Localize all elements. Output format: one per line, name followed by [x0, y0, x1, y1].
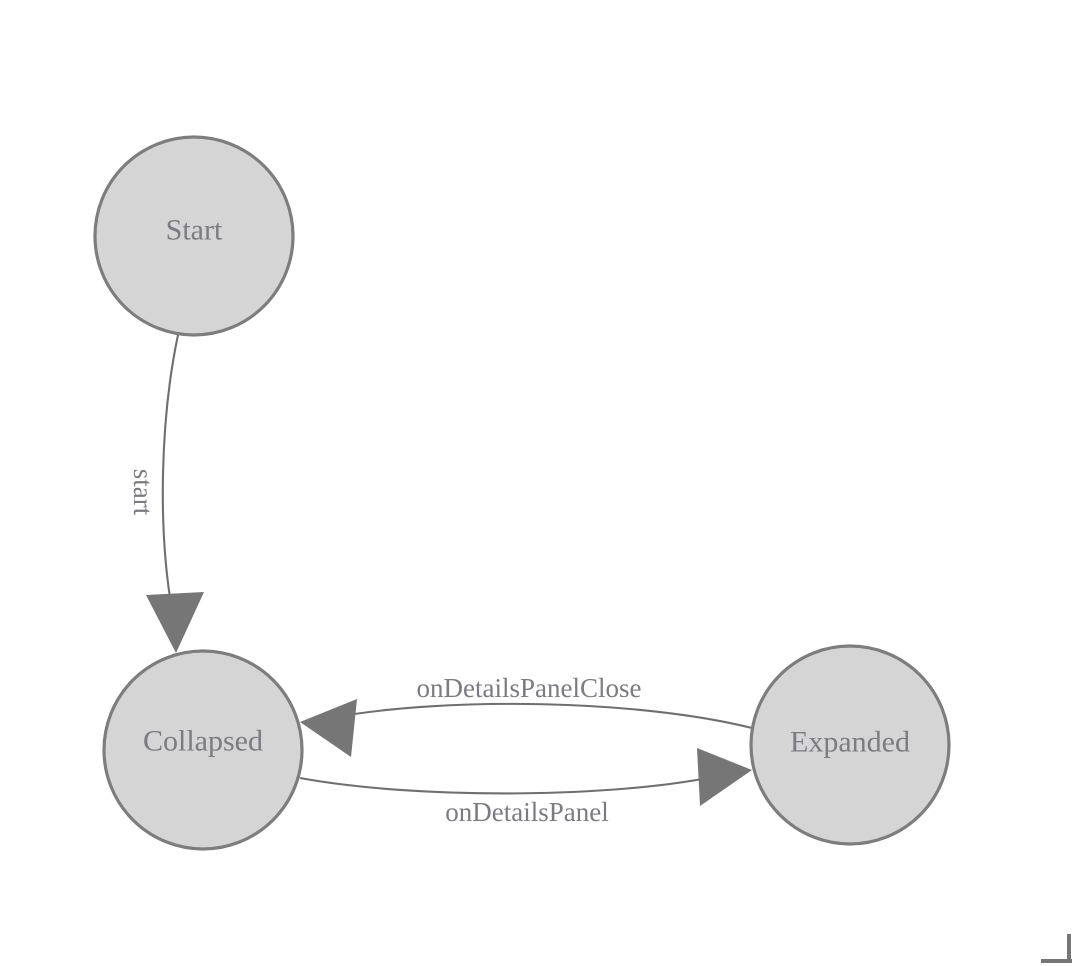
edge-label-on-details-panel-close: onDetailsPanelClose: [417, 673, 642, 703]
edge-collapsed-to-expanded-arrowhead: [697, 748, 752, 806]
edge-start-to-collapsed[interactable]: [146, 334, 204, 653]
node-start-circle: [93, 135, 295, 337]
edge-expanded-to-collapsed-path: [329, 702, 753, 730]
edge-label-start: start: [128, 469, 158, 516]
node-expanded-circle: [749, 644, 951, 846]
edge-start-to-collapsed-arrowhead: [146, 592, 204, 653]
edge-expanded-to-collapsed-arrowhead: [300, 699, 357, 757]
corner-marker-vertical-line: [1067, 934, 1071, 963]
node-start-label: Start: [166, 214, 223, 247]
edge-collapsed-to-expanded[interactable]: [299, 748, 752, 806]
edge-label-on-details-panel: onDetailsPanel: [445, 797, 608, 827]
edge-start-to-collapsed-path: [161, 334, 180, 611]
node-start[interactable]: Start: [93, 135, 295, 337]
edge-collapsed-to-expanded-path: [299, 773, 723, 795]
node-collapsed-circle: [102, 649, 304, 851]
node-collapsed[interactable]: Collapsed: [102, 649, 304, 851]
node-collapsed-label: Collapsed: [143, 725, 263, 758]
node-expanded[interactable]: Expanded: [749, 644, 951, 846]
edge-expanded-to-collapsed[interactable]: [300, 699, 753, 757]
corner-marker-horizontal-line: [1041, 959, 1072, 963]
canvas-corner-marker: [1041, 934, 1072, 963]
node-expanded-label: Expanded: [790, 726, 910, 759]
